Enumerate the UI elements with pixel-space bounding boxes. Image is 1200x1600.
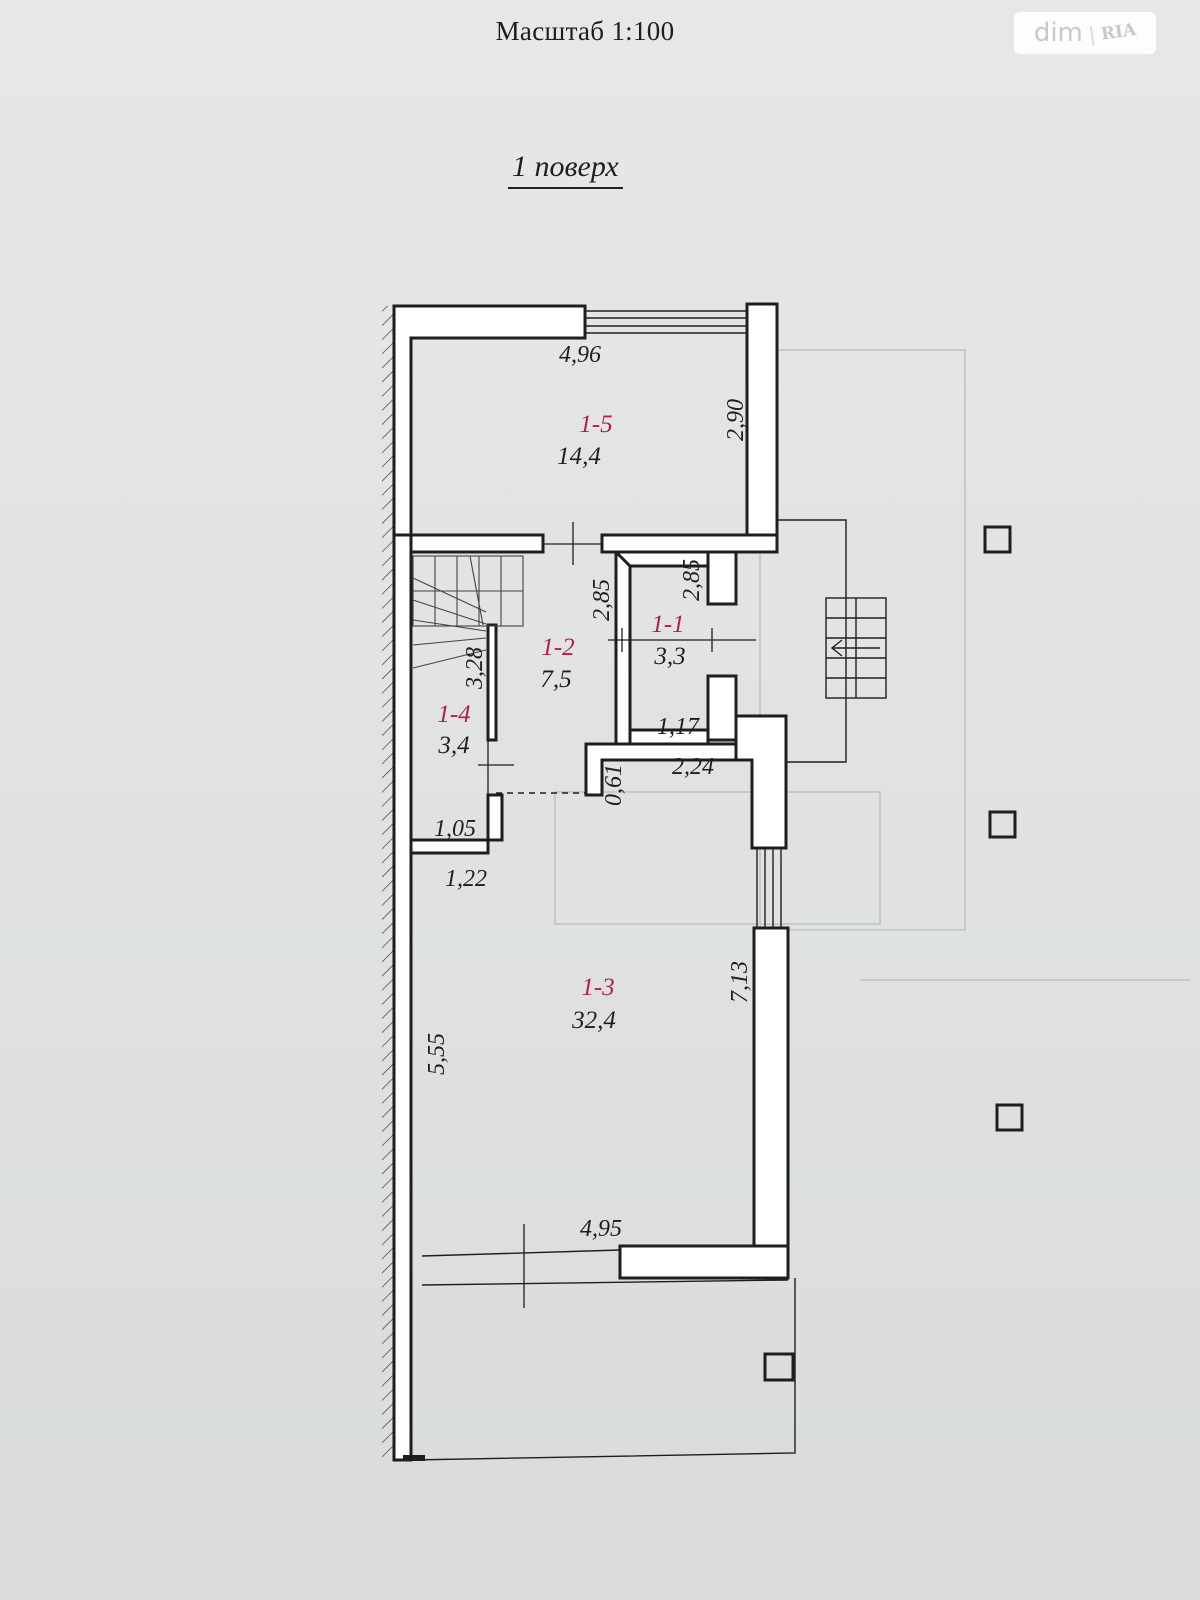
wall-top-left [392,304,587,537]
room-1-4-id: 1-4 [437,701,470,728]
wall-room-1-left [614,550,632,746]
dim-1-22: 1,22 [445,866,487,892]
dim-7-13: 7,13 [727,961,753,1003]
door-marks [478,522,756,1308]
wall-room-5-bottom-right [600,533,779,554]
dimria-watermark: dim RIA [1014,12,1156,54]
dim-1-17: 1,17 [657,714,700,740]
room-1-1-area: 3,3 [653,643,685,670]
wall-room-4-partition [486,623,498,742]
walls [392,302,790,1462]
marker-squares [763,525,1024,1382]
boundary-hatch [382,306,394,1460]
room-1-5-id: 1-5 [579,411,612,438]
yard-boundary [410,1278,796,1461]
room-1-4-area: 3,4 [437,732,469,759]
room-1-1-id: 1-1 [651,611,684,638]
bottom-wall-end [403,1455,425,1461]
dim-2-90: 2,90 [723,399,749,441]
dim-2-85-left: 2,85 [589,579,615,621]
watermark-brand: dim [1033,18,1083,48]
dim-1-05: 1,05 [434,816,476,842]
wall-right-lower [752,926,790,1280]
marker-square-1 [983,525,1012,554]
room-1-2-area: 7,5 [540,666,571,693]
entrance-steps-icon [777,519,887,763]
dim-2-24: 2,24 [672,754,714,780]
floor-title: 1 поверх [508,150,623,189]
dim-5-55: 5,55 [424,1033,450,1075]
dim-3-28: 3,28 [462,647,488,690]
dim-4-96: 4,96 [559,342,601,368]
room-1-2-id: 1-2 [541,634,574,661]
marker-square-3 [995,1103,1024,1132]
wall-room-1-right-bottom [706,674,738,742]
room-1-5-area: 14,4 [557,443,601,470]
wall-room-1-right-top [706,550,738,606]
stair-icon [412,555,524,669]
room-1-3-area: 32,4 [571,1007,616,1034]
ghost-lines [554,349,1190,981]
dim-4-95: 4,95 [580,1216,622,1242]
dim-0-61: 0,61 [601,764,627,806]
wall-room-5-bottom [409,533,545,554]
marker-square-4 [763,1352,795,1382]
room-1-3-id: 1-3 [581,974,614,1001]
wall-room-3-bottom [618,1244,790,1280]
scale-label: Масштаб 1:100 [495,16,675,46]
dim-2-85-right: 2,85 [679,559,705,601]
wall-left-lower [392,533,413,1462]
wall-right-upper [745,302,779,554]
openings [421,310,789,1286]
marker-square-2 [988,810,1017,839]
wall-entrance-right [734,714,788,850]
